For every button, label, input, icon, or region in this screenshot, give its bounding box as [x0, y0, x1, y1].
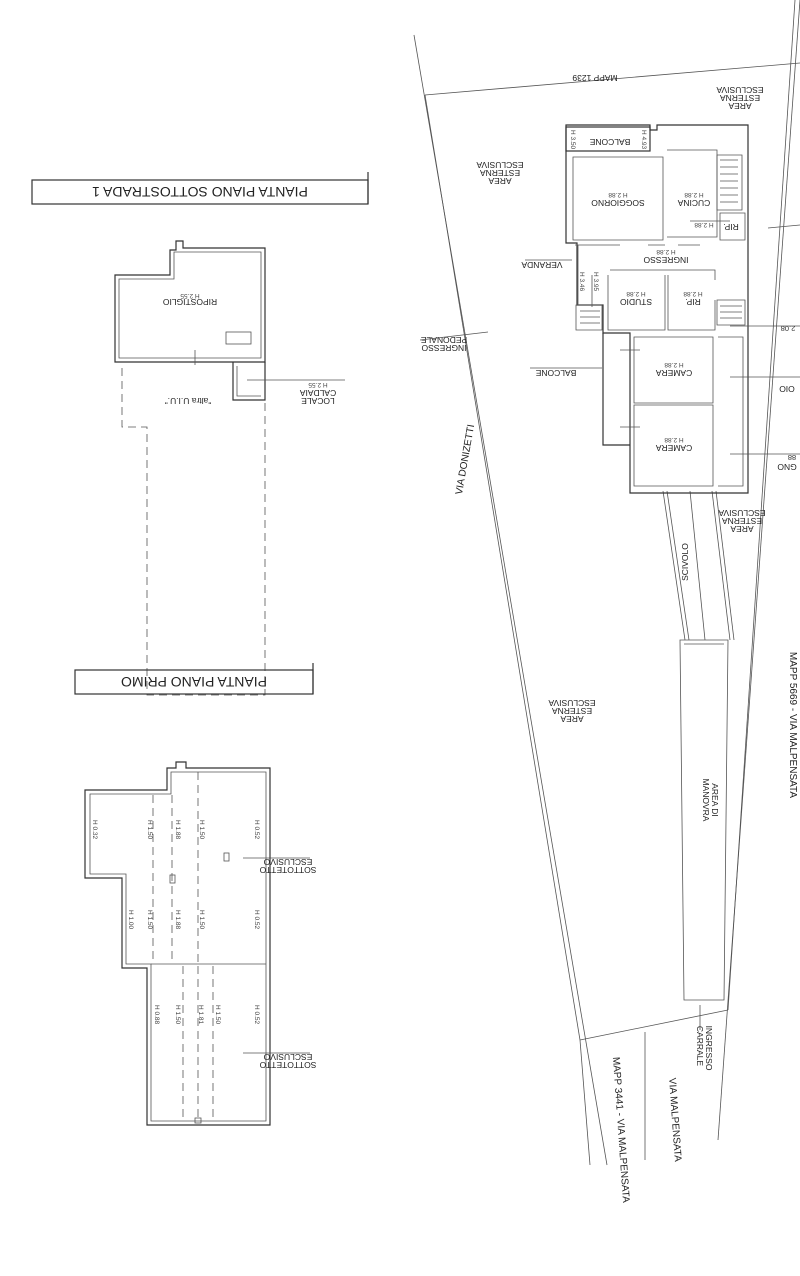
sottotetto-label-1: SOTTOTETTO: [259, 865, 316, 875]
svg-text:H 2.88: H 2.88: [656, 248, 676, 255]
svg-text:H 1.50: H 1.50: [146, 820, 153, 840]
svg-text:ESCLUSIVA: ESCLUSIVA: [718, 508, 765, 518]
site-plan: MAPP 1239 ESCLUSIVA ESTERNA AREA ESCLUSI…: [413, 0, 800, 1204]
svg-text:H 2.88: H 2.88: [608, 191, 628, 198]
attic-outline: [84, 761, 271, 1126]
veranda-height-2: H 3.95: [592, 272, 599, 292]
balcone-height-1: H 3.50: [569, 130, 576, 150]
camera-2-label: CAMERA: [655, 443, 692, 453]
ingresso-carrale-label-1: INGRESSO: [704, 1026, 714, 1071]
area-manovra-label-1: AREA DI: [710, 783, 720, 817]
caldaia-label-2: CALDAIA: [299, 388, 336, 398]
attic-heights-row2: H 1.00 H 1.50 H 1.88 H 1.50 H 0.52: [127, 910, 260, 930]
svg-text:ESCLUSIVA: ESCLUSIVA: [548, 698, 595, 708]
rip-label-2: RIP.: [685, 297, 700, 307]
studio-label: STUDIO: [620, 297, 653, 307]
area-esterna-bottom-right: ESCLUSIVA ESTERNA AREA: [718, 508, 765, 534]
soggiorno-label: SOGGIORNO: [591, 198, 645, 208]
via-malpensata-label: VIA MALPENSATA: [666, 1077, 683, 1162]
svg-text:H 2.88: H 2.88: [626, 290, 646, 297]
svg-text:H 1.50: H 1.50: [198, 820, 205, 840]
scivolo-label: SCIVOLO: [680, 543, 690, 581]
cut-height-2: 88: [788, 453, 796, 462]
veranda-height-1: H 3.46: [578, 272, 585, 292]
svg-text:ESCLUSIVA: ESCLUSIVA: [476, 160, 523, 170]
svg-text:H 1.88: H 1.88: [174, 820, 181, 840]
ingresso-pedonale-label-2: PEDONALE: [421, 335, 468, 345]
svg-text:H 0.88: H 0.88: [153, 1005, 160, 1025]
via-donizetti-label: VIA DONIZETTI: [454, 424, 477, 496]
camera-1-label: CAMERA: [655, 368, 692, 378]
sottotetto-label-2: ESCLUSIVO: [263, 857, 312, 867]
svg-text:H 1.50: H 1.50: [174, 1005, 181, 1025]
svg-text:ESTERNA: ESTERNA: [722, 516, 762, 526]
svg-text:H 1.50: H 1.50: [214, 1005, 221, 1025]
ripostiglio-height: H 2.55: [180, 292, 200, 299]
svg-text:ESTERNA: ESTERNA: [720, 93, 760, 103]
mapp-top-label: MAPP 1239: [572, 73, 617, 83]
area-manovra-label-2: MANOVRA: [701, 779, 711, 822]
other-unit-outline: [121, 368, 266, 696]
ripostiglio-label: RIPOSTIGLIO: [162, 297, 217, 307]
svg-text:AREA: AREA: [488, 176, 511, 186]
svg-text:AREA: AREA: [560, 714, 583, 724]
svg-text:ESTERNA: ESTERNA: [480, 168, 520, 178]
veranda-label: VERANDA: [521, 260, 562, 270]
svg-text:H 0.52: H 0.52: [253, 820, 260, 840]
svg-text:AREA: AREA: [728, 101, 751, 111]
attic-heights-row1: H 0.32 H 1.50 H 1.88 H 1.50 H 0.52: [91, 820, 260, 840]
basement-title: PIANTA PIANO SOTTOSTRADA 1: [92, 184, 308, 200]
caldaia-label-1: LOCALE: [301, 396, 335, 406]
ingresso-pedonale-label-1: INGRESSO: [421, 343, 466, 353]
ingresso-label: INGRESSO: [643, 255, 688, 265]
ripostiglio-walls: [114, 240, 266, 363]
balcone-height-2: H 4.93: [640, 130, 647, 150]
svg-text:ESCLUSIVA: ESCLUSIVA: [716, 85, 763, 95]
other-unit-label: "altra U.I.U.": [165, 396, 212, 406]
basement-plan: PIANTA PIANO SOTTOSTRADA 1 RIPOSTIGLIO H…: [31, 172, 369, 696]
svg-text:H 0.52: H 0.52: [253, 1005, 260, 1025]
svg-text:H 1.50: H 1.50: [146, 910, 153, 930]
svg-text:H 1.88: H 1.88: [174, 910, 181, 930]
cut-height-1: 2.08: [781, 324, 796, 333]
caldaia-height: H 2.55: [308, 381, 328, 388]
attic-heights-bottom: H 0.88 H 1.50 H 1.81 H 1.50 H 0.52: [153, 1005, 260, 1025]
ground-floor-house: BALCONE H 3.50 H 4.93 SOGGIORNO H 2.88 C…: [565, 124, 800, 494]
sottotetto2-label-2: ESCLUSIVO: [263, 1052, 312, 1062]
svg-text:H 0.32: H 0.32: [91, 820, 98, 840]
svg-text:AREA: AREA: [730, 524, 753, 534]
svg-text:H 2.88: H 2.88: [684, 191, 704, 198]
first-floor-title: PIANTA PIANO PRIMO: [121, 674, 267, 690]
svg-text:H 2.88: H 2.88: [664, 361, 684, 368]
svg-text:ESTERNA: ESTERNA: [552, 706, 592, 716]
balcone-top-label: BALCONE: [589, 137, 630, 147]
balcone-side-label: BALCONE: [535, 368, 576, 378]
svg-text:H 2.88: H 2.88: [694, 221, 714, 228]
area-esterna-left: ESCLUSIVA ESTERNA AREA: [476, 160, 523, 186]
svg-text:H 1.50: H 1.50: [198, 910, 205, 930]
mapp-3441-label: MAPP 3441 - VIA MALPENSATA: [610, 1057, 631, 1204]
area-esterna-center: ESCLUSIVA ESTERNA AREA: [548, 698, 595, 724]
first-floor-plan: PIANTA PIANO PRIMO H 0.32 H 1.50 H 1.88 …: [74, 663, 316, 1126]
cucina-label: CUCINA: [677, 198, 710, 208]
mapp-5669-label: MAPP 5669 - VIA MALPENSATA: [787, 652, 798, 799]
cut-label-2: GNO: [777, 462, 797, 472]
ingresso-carrale-label-2: CARRALE: [695, 1026, 705, 1066]
svg-text:H 0.52: H 0.52: [253, 910, 260, 930]
svg-text:H 2.88: H 2.88: [664, 436, 684, 443]
sottotetto2-label-1: SOTTOTETTO: [259, 1060, 316, 1070]
cut-label-1: OIO: [779, 384, 795, 394]
svg-text:H 1.00: H 1.00: [127, 910, 134, 930]
rip-label-1: RIP.: [723, 222, 738, 232]
svg-text:H 1.81: H 1.81: [197, 1005, 204, 1025]
area-esterna-top-right: ESCLUSIVA ESTERNA AREA: [716, 85, 763, 111]
svg-text:H 2.88: H 2.88: [683, 290, 703, 297]
